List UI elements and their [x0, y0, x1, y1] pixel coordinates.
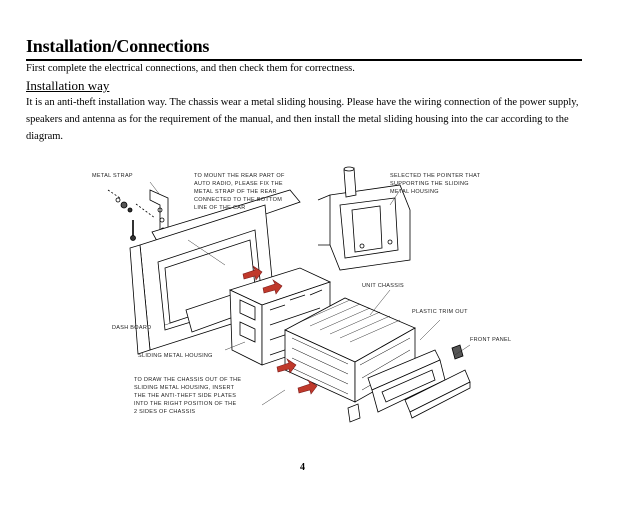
leader-lines [149, 181, 471, 406]
installation-diagram: METAL STRAP TO MOUNT THE REAR PART OF AU… [0, 150, 624, 440]
draw-out-note-label: TO DRAW THE CHASSIS OUT OF THE SLIDING M… [134, 377, 242, 415]
intro-text: First complete the electrical connection… [26, 63, 355, 74]
direction-arrows [242, 265, 318, 395]
metal-strap-label: METAL STRAP [92, 173, 133, 179]
sliding-housing-label: SLIDING METAL HOUSING [138, 353, 213, 359]
page-number: 4 [300, 462, 305, 473]
plastic-trim-label: PLASTIC TRIM OUT [412, 309, 468, 315]
front-panel-label: FRONT PANEL [470, 337, 512, 343]
diagram-drawing [107, 166, 471, 423]
section-heading: Installation way [26, 78, 110, 93]
strap-note-label: TO MOUNT THE REAR PART OF AUTO RADIO, PL… [194, 173, 285, 211]
bracket-detail-drawing [317, 166, 411, 271]
selected-pointer-label: SELECTED THE POINTER THAT SUPPORTING THE… [390, 173, 481, 195]
dash-board-label: DASH BOARD [112, 325, 152, 331]
body-paragraph: It is an anti-theft installation way. Th… [26, 97, 579, 142]
page-title: Installation/Connections [26, 36, 210, 56]
trim-and-front-panel-drawing [347, 344, 471, 423]
unit-chassis-label: UNIT CHASSIS [362, 283, 405, 289]
title-rule [26, 59, 582, 61]
